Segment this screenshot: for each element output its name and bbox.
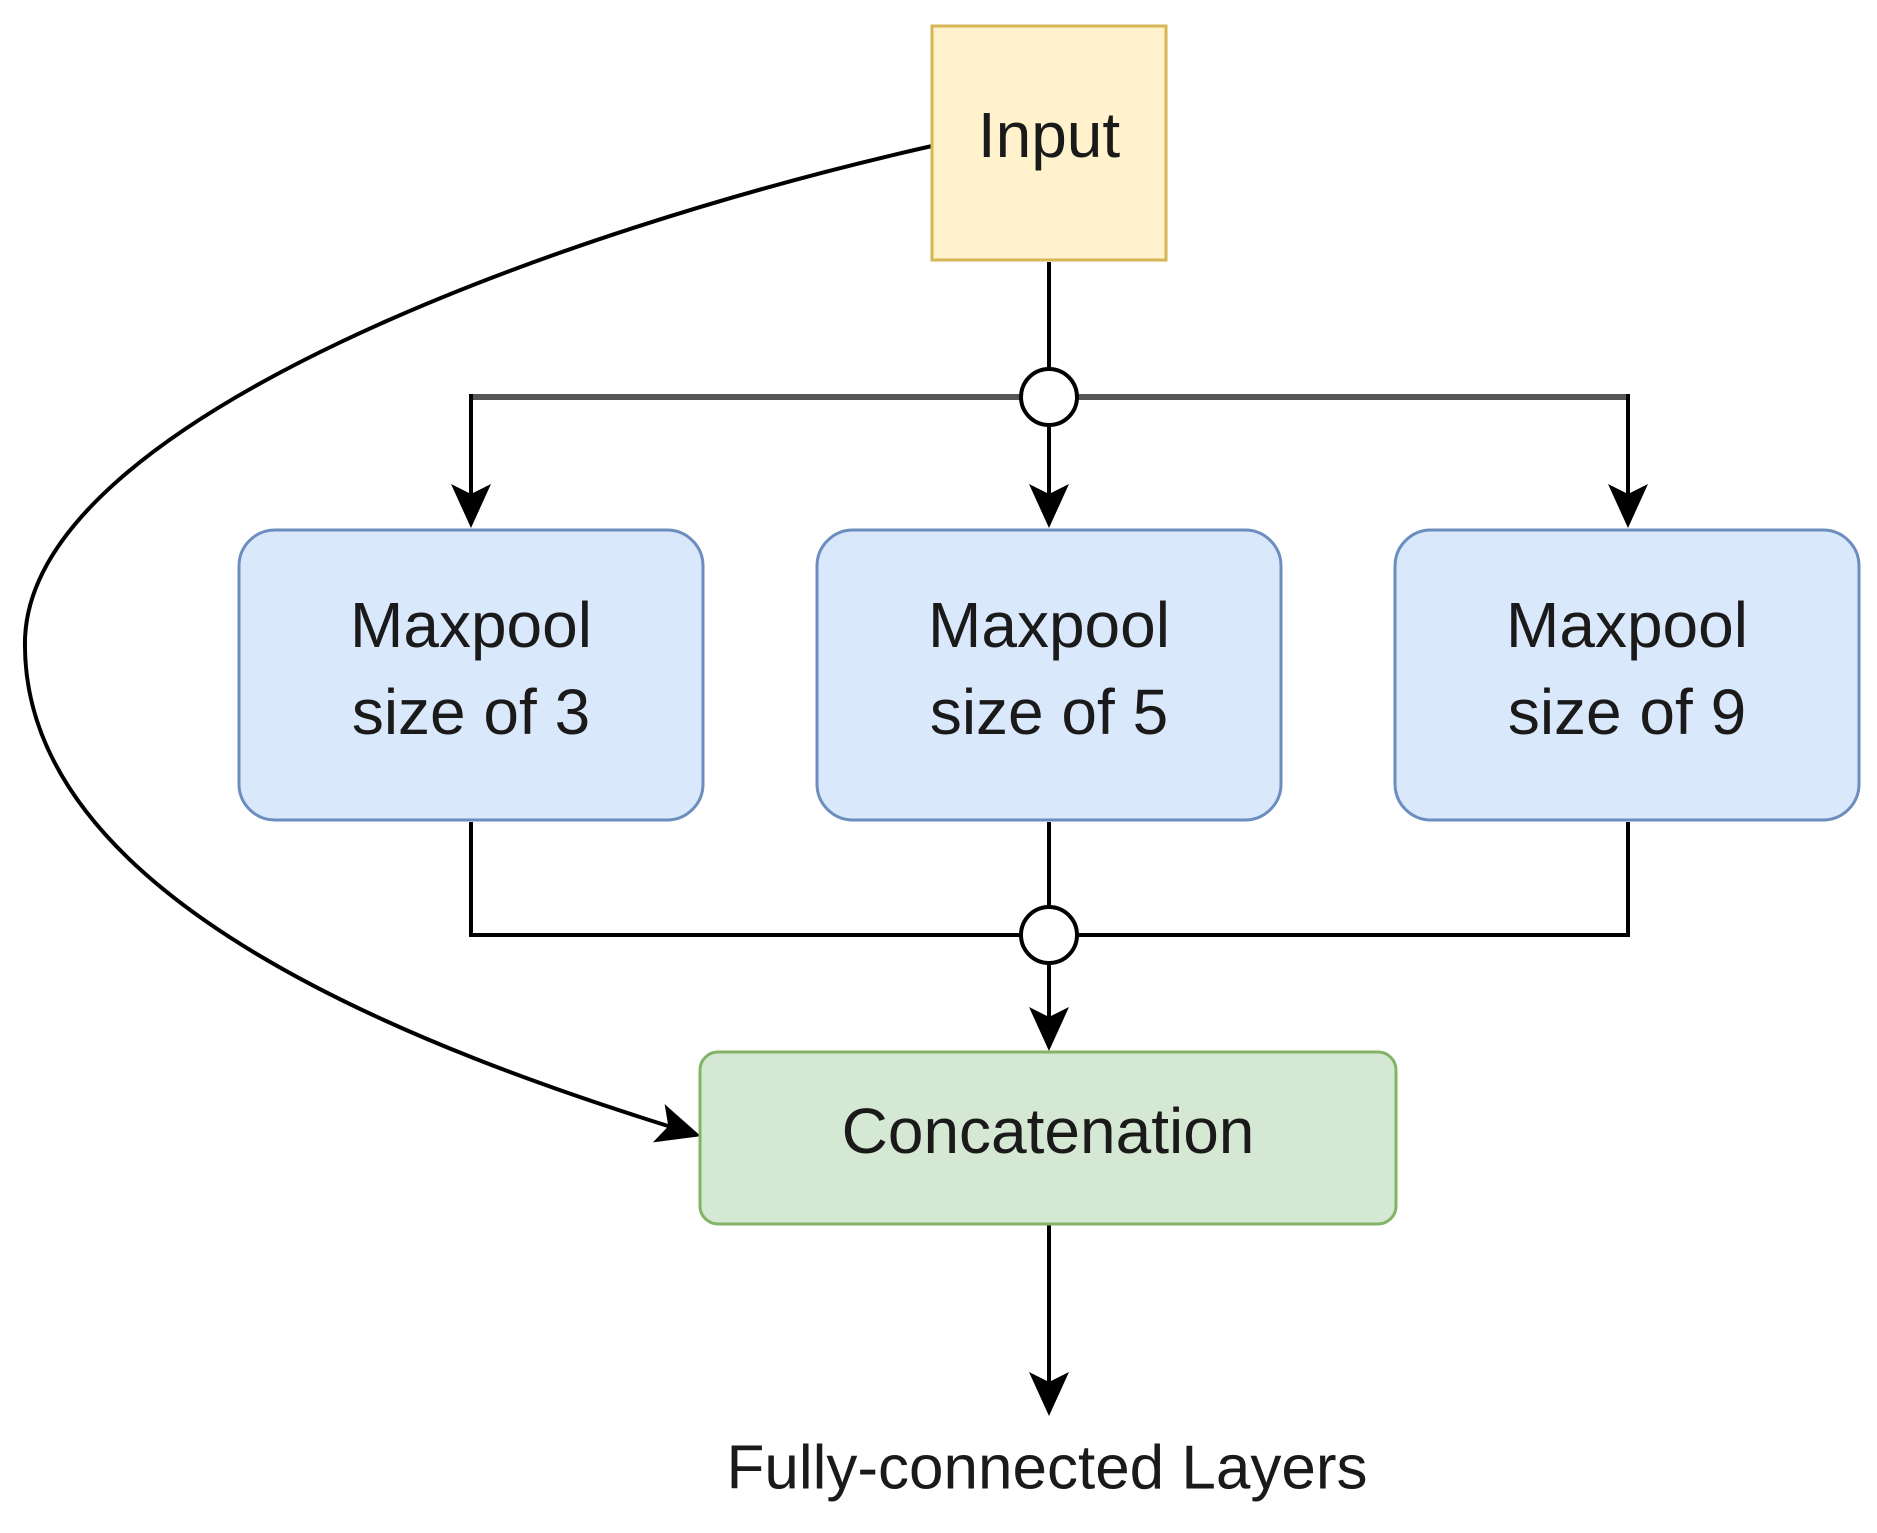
split-junction bbox=[1019, 367, 1079, 427]
maxpool-9-label-line2: size of 9 bbox=[1508, 676, 1746, 748]
maxpool-3-label-line1: Maxpool bbox=[350, 589, 592, 661]
concatenation-node: Concatenation bbox=[698, 1050, 1398, 1226]
merge-junction bbox=[1019, 905, 1079, 965]
output-label: Fully-connected Layers bbox=[727, 1433, 1368, 1502]
maxpool-9-label-line1: Maxpool bbox=[1506, 589, 1748, 661]
maxpool-9-box bbox=[1393, 528, 1861, 822]
maxpool-3-node: Maxpool size of 3 bbox=[237, 528, 705, 822]
maxpool-5-box bbox=[815, 528, 1283, 822]
maxpool-3-label-line2: size of 3 bbox=[352, 676, 590, 748]
input-label: Input bbox=[978, 99, 1121, 171]
edge-maxpool-3-to-merge bbox=[469, 822, 1022, 937]
connectors bbox=[22, 144, 1648, 1416]
maxpool-3-box bbox=[237, 528, 705, 822]
maxpool-9-node: Maxpool size of 9 bbox=[1393, 528, 1861, 822]
concatenation-label: Concatenation bbox=[842, 1095, 1255, 1167]
concatenation-box bbox=[698, 1050, 1398, 1226]
maxpool-5-label-line2: size of 5 bbox=[930, 676, 1168, 748]
maxpool-5-label-line1: Maxpool bbox=[928, 589, 1170, 661]
maxpool-5-node: Maxpool size of 5 bbox=[815, 528, 1283, 822]
input-box bbox=[930, 24, 1168, 262]
input-node: Input bbox=[930, 24, 1168, 262]
edge-maxpool-9-to-merge bbox=[1076, 822, 1630, 937]
edge-input-skip-to-concatenation bbox=[22, 144, 933, 1143]
